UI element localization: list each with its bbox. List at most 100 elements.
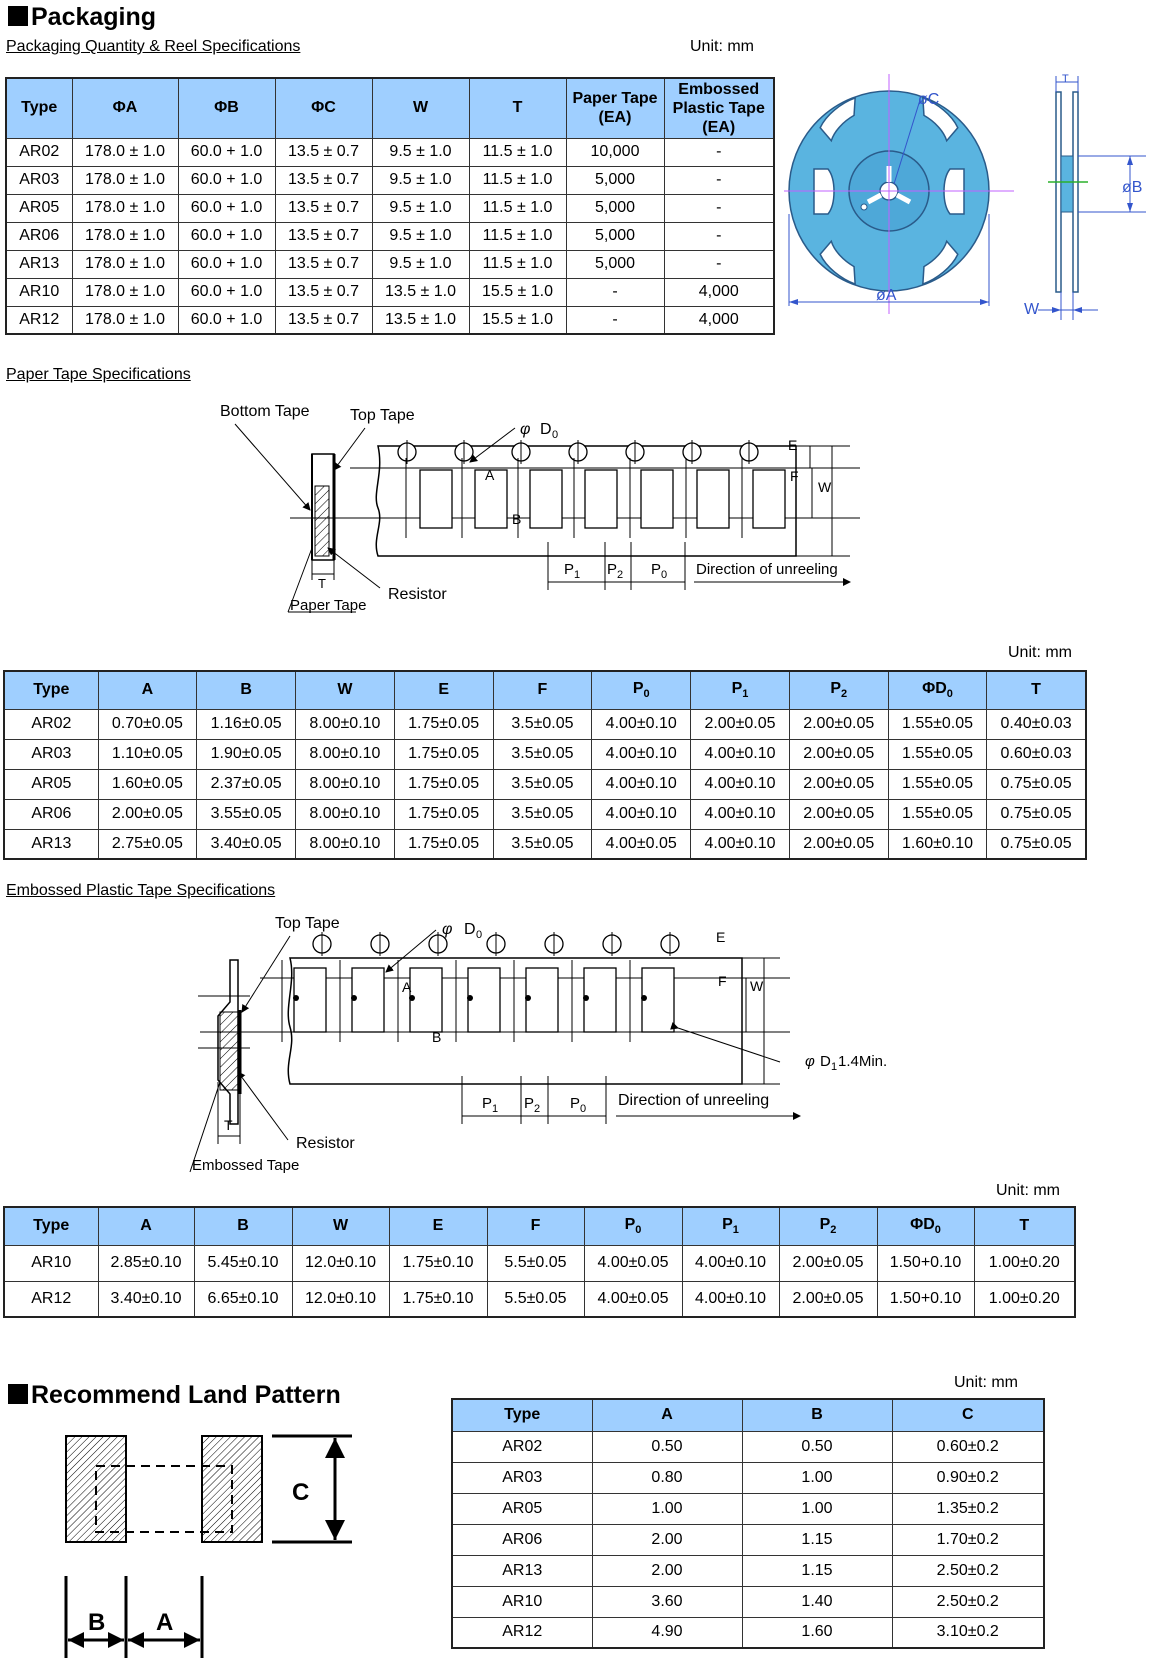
table-cell: AR06	[451, 1523, 593, 1556]
table-cell: 0.75±0.05	[986, 768, 1087, 800]
paper-label-direction: Direction of unreeling	[696, 561, 838, 578]
paper-leader-paper-tape-1	[287, 547, 313, 613]
paper-label-bottom-tape: Bottom Tape	[220, 403, 310, 420]
reel-dim-c-leader	[893, 99, 921, 185]
paper-label-p0: P	[651, 561, 661, 578]
table-cell: 3.5±0.05	[492, 828, 593, 860]
land-dim-a-arrow-left	[128, 1632, 144, 1648]
reel-dim-w-arrow-right	[1073, 307, 1082, 313]
table-cell: 0.75±0.05	[986, 828, 1087, 860]
table-cell: 12.0±0.10	[291, 1244, 390, 1282]
cavity	[529, 469, 563, 529]
paper-label-p1-sub: 1	[574, 569, 580, 581]
emb-label-d1: D	[820, 1053, 831, 1070]
table-cell: 2.75±0.05	[97, 828, 198, 860]
table-header: A	[97, 670, 198, 710]
table-cell: 0.50	[591, 1430, 743, 1463]
table-cell: 8.00±0.10	[295, 798, 395, 830]
cavity-hole	[583, 995, 589, 1001]
table-cell: 5.5±0.05	[486, 1280, 585, 1318]
table-cell: 178.0 ± 1.0	[71, 193, 179, 223]
cavity	[419, 469, 453, 529]
table-cell: 4.00±0.10	[681, 1244, 780, 1282]
reel-header-phi-a: ΦA	[71, 77, 179, 139]
table-cell: 1.00	[591, 1492, 743, 1525]
land-pattern-heading: Recommend Land Pattern	[8, 1380, 341, 1410]
table-cell: 1.75±0.10	[388, 1280, 488, 1318]
table-header: F	[486, 1206, 585, 1246]
table-cell: 4,000	[663, 277, 775, 307]
land-dim-b-arrow-right	[108, 1632, 124, 1648]
cavity	[641, 967, 675, 1033]
table-cell: 13.5 ± 0.7	[274, 137, 373, 167]
emb-label-p0: P	[570, 1095, 580, 1112]
table-cell: 2.50±0.2	[891, 1554, 1045, 1587]
table-cell: AR06	[3, 798, 99, 830]
table-cell: 1.00	[741, 1492, 893, 1525]
table-cell: AR13	[451, 1554, 593, 1587]
table-cell: 15.5 ± 1.0	[468, 277, 567, 307]
emb-label-p1-sub: 1	[492, 1103, 498, 1115]
table-cell: 3.10±0.2	[891, 1616, 1045, 1649]
table-cell: 0.70±0.05	[97, 708, 198, 740]
reel-window-top-left	[819, 96, 856, 143]
reel-flange-right	[1072, 91, 1079, 293]
table-cell: 178.0 ± 1.0	[71, 221, 179, 251]
emb-label-w: W	[750, 978, 764, 994]
table-cell: 5.45±0.10	[193, 1244, 293, 1282]
table-cell: 3.60	[591, 1585, 743, 1618]
table-cell: 2.00±0.05	[690, 708, 790, 740]
table-cell: 60.0 + 1.0	[177, 221, 276, 251]
table-cell: -	[663, 221, 775, 251]
table-cell: 60.0 + 1.0	[177, 137, 276, 167]
land-dim-b-arrow-left	[68, 1632, 84, 1648]
emb-label-p2-sub: 2	[534, 1103, 540, 1115]
table-cell: 8.00±0.10	[295, 768, 395, 800]
reel-label-t: T	[1062, 74, 1069, 85]
land-dim-a-arrow-right	[184, 1632, 200, 1648]
table-cell: 178.0 ± 1.0	[71, 305, 179, 335]
table-cell: AR05	[451, 1492, 593, 1525]
table-cell: 11.5 ± 1.0	[468, 193, 567, 223]
table-cell: AR13	[5, 249, 73, 279]
cavity-hole	[409, 995, 415, 1001]
table-cell: 0.80	[591, 1461, 743, 1494]
embossed-tape-subtitle: Embossed Plastic Tape Specifications	[6, 882, 276, 899]
table-cell: AR10	[451, 1585, 593, 1618]
paper-label-e: E	[788, 437, 797, 453]
table-cell: 2.50±0.2	[891, 1585, 1045, 1618]
table-cell: 3.5±0.05	[492, 738, 593, 770]
reel-flange-left	[1055, 91, 1062, 293]
cavity	[583, 967, 617, 1033]
table-cell: 178.0 ± 1.0	[71, 277, 179, 307]
table-cell: 13.5 ± 0.7	[274, 165, 373, 195]
packaging-heading: Packaging	[8, 2, 156, 32]
table-cell: -	[565, 305, 665, 335]
reel-header-type: Type	[5, 77, 73, 139]
cavity	[640, 469, 674, 529]
table-cell: 9.5 ± 1.0	[371, 249, 470, 279]
emb-leader-top-tape	[241, 935, 291, 1013]
table-cell: 13.5 ± 0.7	[274, 305, 373, 335]
table-cell: 60.0 + 1.0	[177, 193, 276, 223]
table-header: B	[741, 1398, 893, 1432]
table-cell: 4.00±0.10	[591, 768, 692, 800]
land-label-a: A	[156, 1609, 173, 1636]
table-cell: 9.5 ± 1.0	[371, 221, 470, 251]
emb-label-a: A	[402, 979, 412, 995]
table-header: P0	[591, 670, 692, 710]
emb-label-top-tape: Top Tape	[275, 915, 340, 932]
reel-dim-b-arrow-top	[1127, 156, 1133, 165]
table-cell: 4.00±0.10	[681, 1280, 780, 1318]
emb-label-p0-sub: 0	[580, 1103, 586, 1115]
table-cell: 1.70±0.2	[891, 1523, 1045, 1556]
paper-label-t: T	[318, 576, 326, 591]
paper-tape-diagram: Bottom Tape Top Tape T Paper Tape Resist…	[220, 403, 860, 614]
heading-square-icon	[8, 6, 28, 26]
table-cell: 1.75±0.10	[388, 1244, 488, 1282]
